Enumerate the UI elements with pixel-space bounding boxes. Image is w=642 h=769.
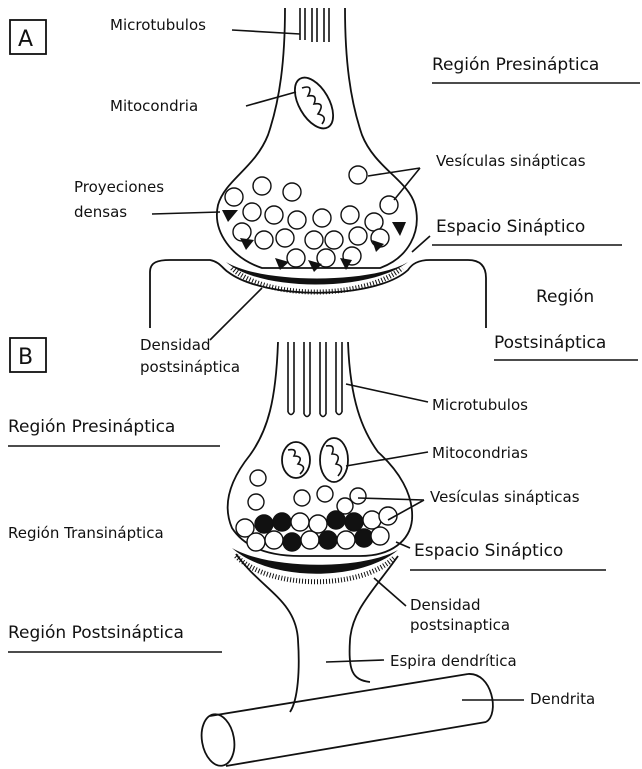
- panel-a: A: [10, 8, 640, 376]
- label-region-transinaptica: Región Transináptica: [8, 524, 164, 542]
- synaptic-vesicles-a: [225, 166, 398, 267]
- label-densidad-a-1: Densidad: [140, 336, 211, 354]
- mitochondrion-a: [287, 71, 341, 134]
- postsynaptic-membrane-a: [150, 260, 486, 328]
- microtubules-a: [300, 8, 329, 42]
- label-mitocondria-a: Mitocondria: [110, 97, 198, 115]
- label-region-presinaptica-a: Región Presináptica: [432, 55, 599, 75]
- label-microtubulos-b: Microtubulos: [432, 396, 528, 414]
- label-region-postsinaptica-b: Región Postsináptica: [8, 623, 184, 643]
- dendrite: [198, 674, 493, 768]
- synaptic-vesicles-b: [236, 470, 397, 551]
- mitochondria-b: [282, 438, 348, 482]
- panel-b-letter: B: [18, 345, 33, 370]
- label-vesiculas-b: Vesículas sinápticas: [430, 488, 580, 506]
- label-proyecciones-2: densas: [74, 203, 127, 221]
- label-dendrita: Dendrita: [530, 690, 595, 708]
- label-microtubulos-a: Microtubulos: [110, 16, 206, 34]
- panel-b: B: [8, 338, 606, 768]
- label-densidad-b-1: Densidad: [410, 596, 481, 614]
- label-densidad-b-2: postsinaptica: [410, 616, 510, 634]
- label-region-presinaptica-b: Región Presináptica: [8, 417, 175, 437]
- label-region-post-1: Región: [536, 287, 594, 307]
- label-vesiculas-a: Vesículas sinápticas: [436, 152, 586, 170]
- label-proyecciones-1: Proyeciones: [74, 178, 164, 196]
- label-espacio-b: Espacio Sináptico: [414, 541, 563, 561]
- label-region-post-2: Postsináptica: [494, 333, 606, 353]
- microtubules-b: [288, 342, 342, 417]
- label-espira: Espira dendrítica: [390, 652, 517, 670]
- label-espacio-a: Espacio Sináptico: [436, 217, 585, 237]
- label-densidad-a-2: postsináptica: [140, 358, 240, 376]
- label-mitocondrias-b: Mitocondrias: [432, 444, 528, 462]
- dendritic-spine: [236, 554, 398, 712]
- panel-a-letter: A: [18, 27, 33, 52]
